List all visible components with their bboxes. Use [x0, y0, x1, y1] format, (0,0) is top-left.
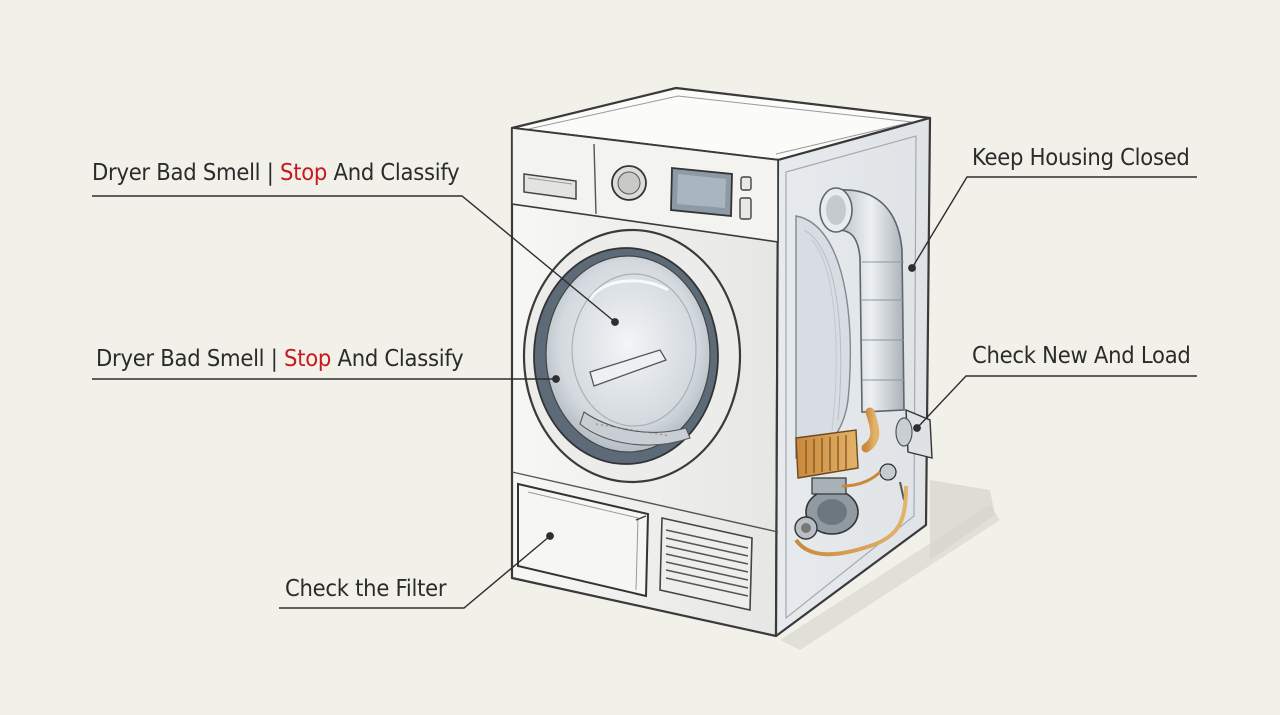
callout-filter: Check the Filter: [285, 576, 447, 602]
control-button-2: [739, 197, 752, 220]
callout-smell-top-prefix: Dryer Bad Smell |: [92, 160, 281, 186]
heat-exchanger: [795, 429, 859, 479]
drum-paddle: [589, 349, 667, 387]
callout-smell-top-suffix: And Classify: [327, 160, 460, 186]
leader-smell-top: [92, 195, 616, 323]
vent-grille: [659, 517, 753, 611]
filter-access-panel: [517, 482, 650, 598]
callout-housing: Keep Housing Closed: [972, 145, 1190, 171]
compressor-pump: [794, 463, 908, 557]
callout-smell-top-accent: Stop: [280, 160, 328, 186]
leader-filter: [279, 535, 551, 609]
floor-shadow: [780, 480, 1000, 650]
callout-smell-mid-prefix: Dryer Bad Smell |: [96, 346, 285, 372]
detergent-drawer: [523, 173, 577, 200]
callout-smell-top: Dryer Bad Smell | Stop And Classify: [92, 159, 460, 187]
door-assembly: [522, 228, 742, 484]
leader-load: [916, 375, 1197, 429]
side-connector: [895, 408, 933, 459]
callout-lines: [92, 176, 1197, 609]
lint-filter-slot: [579, 411, 691, 446]
control-button-1: [740, 176, 752, 191]
air-duct: [819, 187, 905, 453]
callout-smell-mid-suffix: And Classify: [331, 346, 464, 372]
callout-smell-mid: Dryer Bad Smell | Stop And Classify: [96, 345, 464, 373]
leader-housing: [911, 176, 1197, 269]
callout-load: Check New And Load: [972, 343, 1191, 369]
callout-smell-mid-accent: Stop: [284, 346, 332, 372]
control-knob: [611, 165, 647, 201]
